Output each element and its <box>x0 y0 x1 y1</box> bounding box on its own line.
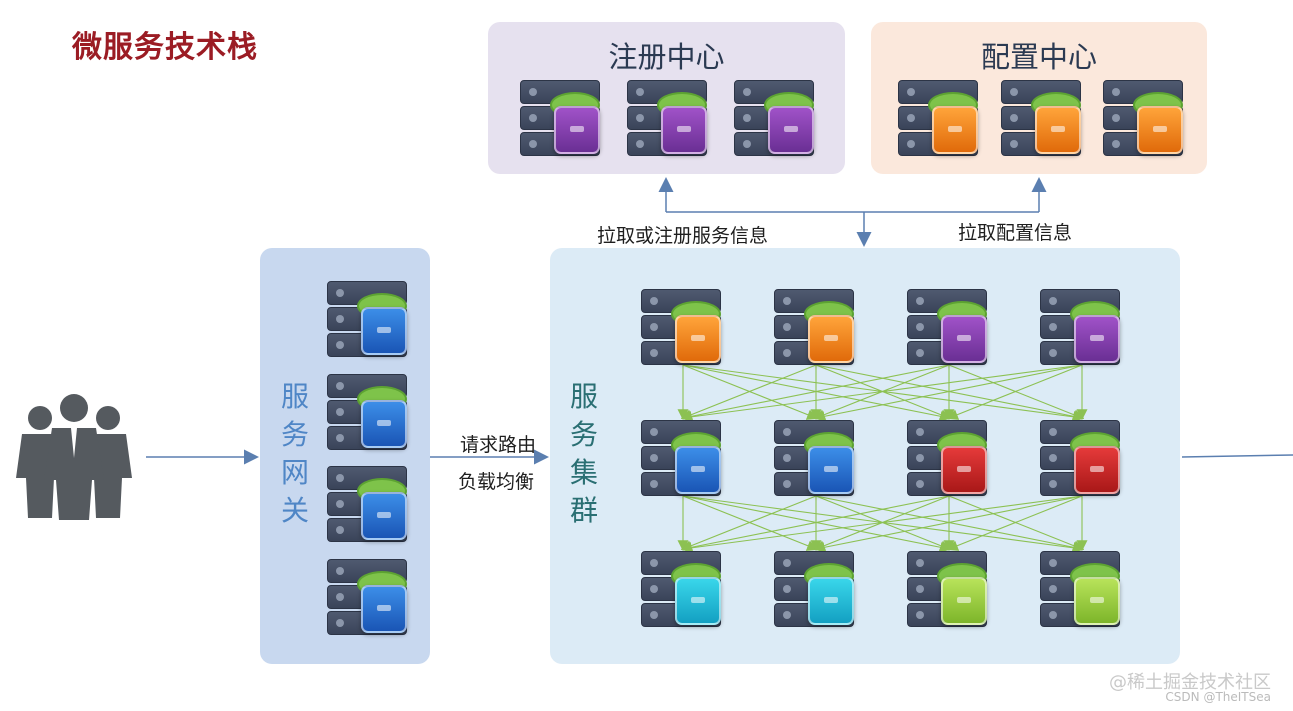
call-line-r1c4-r2c2 <box>813 364 1083 422</box>
gateway-server-1 <box>327 281 407 357</box>
database-icon <box>1137 106 1183 154</box>
database-icon <box>661 106 707 154</box>
registry-server-1 <box>520 80 600 156</box>
call-line-r2c4-r3c1 <box>680 495 1083 554</box>
database-icon <box>1074 577 1120 625</box>
cluster-server-r2-c3 <box>907 420 987 496</box>
cluster-server-r2-c2 <box>774 420 854 496</box>
page-title: 微服务技术栈 <box>72 30 258 65</box>
cluster-server-r2-c1 <box>641 420 721 496</box>
cluster-server-r1-c2 <box>774 289 854 365</box>
database-icon <box>1074 315 1120 363</box>
registry-server-3 <box>734 80 814 156</box>
cluster-server-r3-c1 <box>641 551 721 627</box>
gateway-server-4 <box>327 559 407 635</box>
watermark-juejin: @稀土掘金技术社区 <box>1109 672 1271 693</box>
registry-config-connector <box>146 177 1293 465</box>
cluster-server-r3-c2 <box>774 551 854 627</box>
database-icon <box>675 315 721 363</box>
call-line-r1c4-r2c1 <box>680 364 1083 423</box>
cluster-call-mesh <box>677 364 1088 554</box>
cluster-server-r3-c4 <box>1040 551 1120 627</box>
database-icon <box>932 106 978 154</box>
watermark-csdn: CSDN @TheITSea <box>1165 690 1271 704</box>
database-icon <box>361 400 407 448</box>
database-icon <box>808 315 854 363</box>
call-line-r2c3-r3c1 <box>680 495 950 553</box>
call-line-r1c4-r2c3 <box>946 364 1083 420</box>
users-group-icon <box>16 394 132 520</box>
cluster-server-r2-c4 <box>1040 420 1120 496</box>
note-load-balance: 负载均衡 <box>458 471 535 493</box>
call-line-r1c2-r2c1 <box>680 364 817 420</box>
database-icon <box>808 577 854 625</box>
database-icon <box>808 446 854 494</box>
call-line-r2c4-r3c2 <box>813 495 1083 553</box>
config-server-3 <box>1103 80 1183 156</box>
database-icon <box>675 446 721 494</box>
necktie-shape <box>71 428 77 458</box>
note-pull-register: 拉取或注册服务信息 <box>597 225 769 247</box>
cluster-server-r1-c4 <box>1040 289 1120 365</box>
cluster-outbound-line <box>1181 454 1293 458</box>
note-routing: 请求路由 <box>460 434 537 456</box>
database-icon <box>941 577 987 625</box>
cluster-server-r1-c3 <box>907 289 987 365</box>
note-pull-config: 拉取配置信息 <box>958 222 1073 244</box>
config-server-1 <box>898 80 978 156</box>
gateway-server-3 <box>327 466 407 542</box>
gateway-server-2 <box>327 374 407 450</box>
config-center-title: 配置中心 <box>980 40 1097 74</box>
cluster-server-r3-c3 <box>907 551 987 627</box>
database-icon <box>941 315 987 363</box>
service-cluster-label: 服务集群 <box>569 380 598 527</box>
database-icon <box>941 446 987 494</box>
registry-server-2 <box>627 80 707 156</box>
call-line-r1c3-r2c1 <box>680 364 950 422</box>
database-icon <box>768 106 814 154</box>
database-icon <box>554 106 600 154</box>
config-server-2 <box>1001 80 1081 156</box>
service-gateway-label: 服务网关 <box>280 380 309 527</box>
database-icon <box>361 492 407 540</box>
database-icon <box>1035 106 1081 154</box>
call-line-r2c2-r3c1 <box>680 495 817 551</box>
database-icon <box>675 577 721 625</box>
cluster-server-r1-c1 <box>641 289 721 365</box>
database-icon <box>361 585 407 633</box>
database-icon <box>1074 446 1120 494</box>
database-icon <box>361 307 407 355</box>
registry-center-title: 注册中心 <box>608 40 725 74</box>
call-line-r2c4-r3c3 <box>946 495 1083 551</box>
